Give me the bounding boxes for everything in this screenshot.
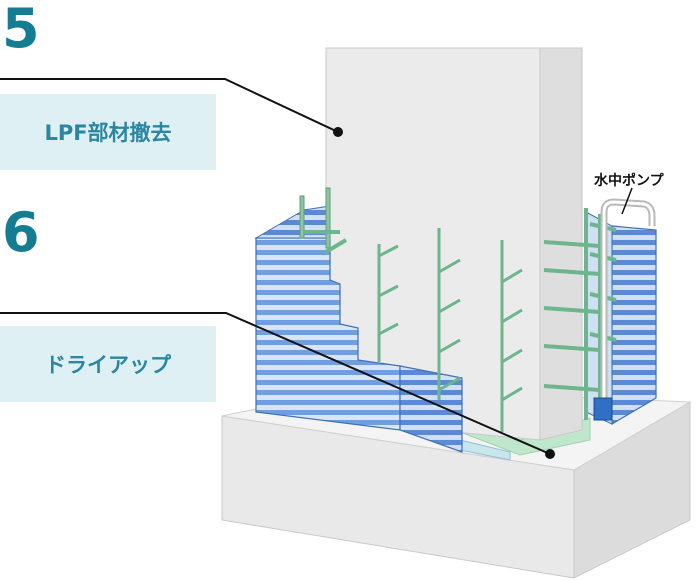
step-number-6: 6 [2,201,40,264]
submersible-pump-icon [593,397,613,421]
step-label-dry-up: ドライアップ [0,326,216,402]
lpf-panel-wall-right [543,198,657,426]
leader-lines [0,78,633,455]
rebar-stands [377,228,523,432]
step-number-5: 5 [2,0,40,60]
step-label-lpf-removal: LPF部材撤去 [0,94,216,170]
lpf-panel-wall-left [254,187,463,453]
pump-callout: 水中ポンプ [594,173,664,189]
